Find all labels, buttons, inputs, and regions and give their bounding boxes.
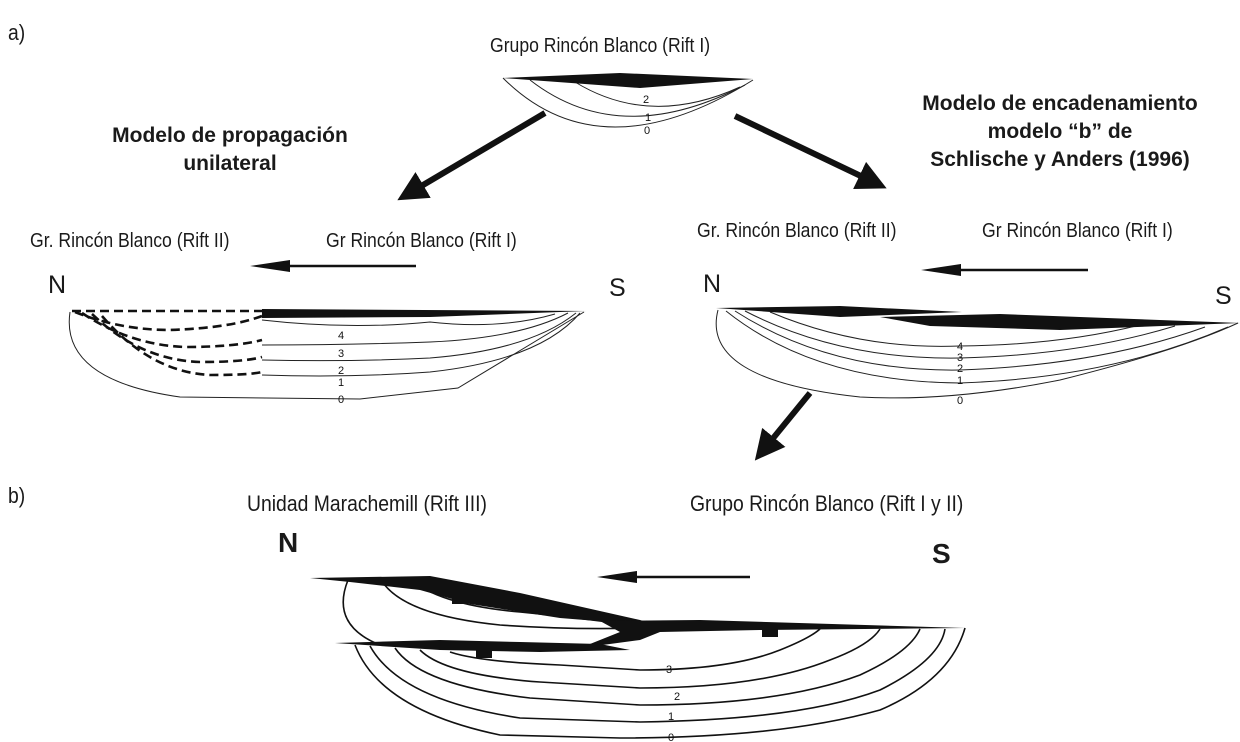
left-south-label: S (609, 274, 626, 302)
top-contour-label-2: 2 (643, 94, 649, 106)
bottom-fault-block-3 (476, 648, 492, 658)
right-contour-label-1: 1 (957, 375, 963, 387)
top-fault (503, 73, 753, 88)
bottom-fault-upper (310, 576, 660, 626)
bottom-north-label: N (278, 527, 299, 558)
right-model-title: Modelo de encadenamiento modelo “b” de S… (880, 90, 1240, 174)
left-contour-label-3: 3 (338, 348, 344, 360)
left-outline (68, 311, 585, 400)
top-basin: 2 1 0 (502, 73, 754, 137)
left-model-title-line2: unilateral (183, 152, 277, 175)
bottom-basin: 3 2 1 0 (310, 576, 966, 742)
bottom-upper-contour-1 (379, 577, 641, 630)
bottom-contour-2 (419, 628, 881, 689)
right-fault-rift2 (716, 306, 962, 317)
right-south-label: S (1215, 282, 1232, 310)
bottom-fault-block-1 (452, 594, 468, 604)
bottom-contour-0 (369, 628, 946, 723)
top-contour-1 (529, 79, 746, 117)
bottom-label-rift3: Unidad Marachemill (Rift III) (247, 491, 487, 516)
left-contour-label-1: 1 (338, 377, 344, 389)
bottom-label-rift12: Grupo Rincón Blanco (Rift I y II) (690, 491, 964, 516)
bottom-south-label: S (932, 538, 951, 569)
right-contour-label-2: 2 (957, 363, 963, 375)
left-model-title-line1: Modelo de propagación (112, 124, 348, 147)
panel-label-a: a) (8, 20, 26, 45)
left-contour-label-2: 2 (338, 365, 344, 377)
right-label-rift1: Gr Rincón Blanco (Rift I) (982, 220, 1173, 242)
top-contour-label-0: 0 (644, 125, 650, 137)
right-contour-d (725, 310, 1229, 384)
arrow-to-right-model (733, 113, 887, 189)
bottom-contour-3 (449, 628, 821, 671)
left-contour-3 (261, 312, 569, 346)
right-model-title-line2: modelo “b” de (987, 120, 1133, 143)
right-contour-label-3: 3 (957, 352, 963, 364)
left-contour-1 (261, 312, 581, 377)
right-propagation-arrowhead (921, 264, 961, 276)
left-propagation-arrowhead (250, 260, 290, 272)
right-contour-c (734, 310, 1206, 371)
top-basin-outline (502, 77, 754, 128)
bottom-upper-outline (342, 579, 381, 646)
right-contour-a (769, 311, 1141, 347)
bottom-fault-main (580, 620, 965, 648)
right-fault-rift1 (880, 314, 1240, 330)
bottom-fault-lower (335, 640, 630, 652)
panel-label-b: b) (8, 483, 26, 508)
right-model-title-line3: Schlische y Anders (1996) (930, 148, 1190, 171)
left-label-rift1: Gr Rincón Blanco (Rift I) (326, 230, 517, 252)
bottom-contour-label-0: 0 (668, 732, 674, 742)
left-fault (262, 309, 586, 318)
right-contour-b (744, 310, 1176, 359)
right-label-rift2: Gr. Rincón Blanco (Rift II) (697, 220, 897, 242)
top-contour-2 (574, 81, 741, 107)
bottom-propagation-arrowhead (597, 571, 637, 583)
left-dashed-4 (101, 315, 263, 377)
bottom-contour-label-2: 2 (674, 691, 680, 703)
right-contour-label-4: 4 (957, 341, 963, 353)
bottom-contour-label-3: 3 (666, 664, 672, 676)
arrow-to-bottom-model (754, 391, 813, 461)
left-contour-4 (261, 313, 556, 327)
bottom-fault-block-2 (762, 628, 778, 637)
left-contour-2 (261, 312, 577, 362)
left-dashed-3 (91, 313, 263, 364)
bottom-lower-outline (354, 627, 966, 739)
right-contour-label-0: 0 (957, 395, 963, 407)
left-north-label: N (48, 271, 67, 299)
bottom-contour-1 (394, 628, 921, 706)
left-contour-label-0: 0 (338, 394, 344, 406)
left-label-rift2: Gr. Rincón Blanco (Rift II) (30, 230, 230, 252)
left-basin: 4 3 2 1 0 (68, 309, 586, 406)
left-contour-label-4: 4 (338, 330, 344, 342)
right-north-label: N (703, 270, 722, 298)
bottom-contour-label-1: 1 (668, 711, 674, 723)
left-dashed-1 (74, 310, 263, 332)
right-basin: 4 3 2 1 0 (715, 306, 1240, 407)
top-contour-label-1: 1 (645, 112, 651, 124)
arrow-to-left-model (397, 110, 547, 201)
right-model-title-line1: Modelo de encadenamiento (922, 92, 1198, 115)
top-basin-title: Grupo Rincón Blanco (Rift I) (490, 35, 711, 57)
left-model-title: Modelo de propagación unilateral (30, 122, 430, 178)
